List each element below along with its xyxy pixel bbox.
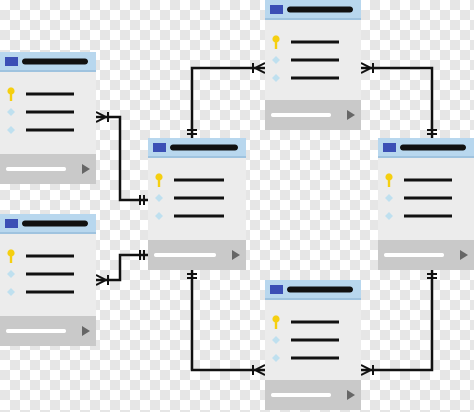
key-icon [155, 173, 163, 187]
diamond-icon [385, 212, 393, 220]
play-arrow-icon [82, 164, 90, 174]
connector-line [96, 115, 148, 202]
many-marker [95, 274, 107, 281]
table-icon [270, 5, 283, 14]
field-line [26, 290, 74, 294]
key-icon [272, 315, 280, 329]
field-line [291, 58, 339, 62]
field-line [291, 338, 339, 342]
key-icon [385, 173, 393, 187]
field-line [174, 214, 224, 218]
connector-line [361, 66, 434, 138]
play-arrow-icon [82, 326, 90, 336]
many-marker [360, 364, 372, 371]
field-line [26, 254, 74, 258]
connector-line [190, 270, 265, 372]
table-center [148, 138, 246, 270]
footer-scroll-track [384, 253, 444, 257]
field-line [291, 76, 339, 80]
diamond-icon [7, 126, 15, 134]
header-edge [148, 156, 246, 158]
play-arrow-icon [460, 250, 468, 260]
relationship-table-left-bottom-to-table-center [95, 250, 148, 286]
many-marker [254, 67, 266, 74]
relationship-table-left-top-to-table-center [95, 111, 148, 205]
table-icon [383, 143, 396, 152]
many-marker [360, 67, 372, 74]
header-edge [378, 156, 474, 158]
many-marker [360, 62, 372, 69]
table-icon [5, 219, 18, 228]
field-line [26, 110, 74, 114]
many-marker [254, 62, 266, 69]
diamond-icon [272, 56, 280, 64]
diamond-icon [272, 354, 280, 362]
footer-scroll-track [271, 113, 331, 117]
table-title-bar [22, 220, 88, 227]
play-arrow-icon [347, 110, 355, 120]
diamond-icon [385, 194, 393, 202]
relationship-lines [95, 62, 437, 376]
connector-line [190, 66, 265, 138]
table-icon [153, 143, 166, 152]
many-marker [95, 116, 107, 123]
header-edge [0, 70, 96, 72]
relationship-table-top-to-table-right [360, 62, 437, 138]
field-line [291, 40, 339, 44]
key-icon [7, 87, 15, 101]
field-line [291, 356, 339, 360]
field-line [26, 92, 74, 96]
diamond-icon [7, 270, 15, 278]
relationship-table-right-to-table-bottom [360, 270, 437, 376]
play-arrow-icon [347, 390, 355, 400]
relationship-table-center-to-table-bottom [187, 270, 266, 376]
table-title-bar [400, 144, 466, 151]
field-line [174, 196, 224, 200]
header-edge [265, 298, 361, 300]
play-arrow-icon [232, 250, 240, 260]
footer-scroll-track [154, 253, 216, 257]
table-bottom [265, 280, 361, 410]
key-icon [7, 249, 15, 263]
many-marker [95, 111, 107, 118]
footer-scroll-track [6, 329, 66, 333]
connector-line [361, 270, 434, 372]
key-icon [272, 35, 280, 49]
header-edge [0, 232, 96, 234]
field-line [404, 214, 452, 218]
diamond-icon [7, 288, 15, 296]
table-left-bottom [0, 214, 96, 346]
field-line [291, 320, 339, 324]
table-icon [5, 57, 18, 66]
diamond-icon [155, 194, 163, 202]
footer-scroll-track [271, 393, 331, 397]
table-icon [270, 285, 283, 294]
table-right [378, 138, 474, 270]
many-marker [360, 369, 372, 376]
field-line [26, 128, 74, 132]
diamond-icon [272, 336, 280, 344]
many-marker [254, 364, 266, 371]
header-edge [265, 18, 361, 20]
field-line [26, 272, 74, 276]
diamond-icon [155, 212, 163, 220]
field-line [174, 178, 224, 182]
field-line [404, 196, 452, 200]
many-marker [254, 369, 266, 376]
diamond-icon [272, 74, 280, 82]
field-line [404, 178, 452, 182]
many-marker [95, 279, 107, 286]
table-top [265, 0, 361, 130]
table-title-bar [22, 58, 88, 65]
footer-scroll-track [6, 167, 66, 171]
table-title-bar [287, 6, 353, 13]
diamond-icon [7, 108, 15, 116]
table-title-bar [287, 286, 353, 293]
relationship-table-center-to-table-top [187, 62, 266, 138]
table-left-top [0, 52, 96, 184]
table-title-bar [170, 144, 238, 151]
